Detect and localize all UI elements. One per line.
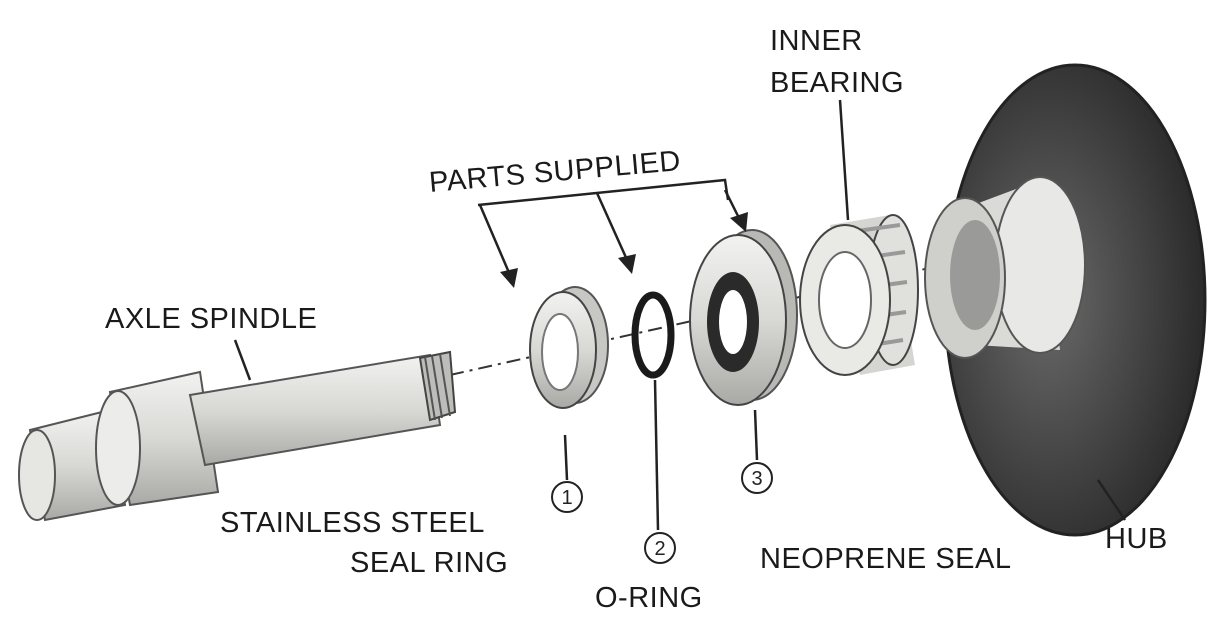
- label-seal-ring-2: SEAL RING: [350, 547, 508, 579]
- axle-spindle-part: [18, 350, 457, 522]
- callout-2: 2: [644, 532, 676, 564]
- label-inner-bearing-2: BEARING: [770, 67, 904, 99]
- label-parts-supplied: PARTS SUPPLIED: [428, 145, 682, 199]
- callout-3: 3: [741, 462, 773, 494]
- callout-1: 1: [551, 481, 583, 513]
- label-inner-bearing-1: INNER: [770, 25, 863, 57]
- label-o-ring: O-RING: [595, 582, 703, 614]
- svg-text:3: 3: [751, 468, 762, 490]
- seal-ring-part: [529, 286, 609, 409]
- label-axle-spindle: AXLE SPINDLE: [105, 303, 317, 335]
- hub-part: [924, 63, 1207, 537]
- inner-bearing-part: [799, 214, 919, 376]
- label-seal-ring-1: STAINLESS STEEL: [220, 507, 485, 539]
- label-hub: HUB: [1105, 523, 1168, 555]
- leader-lines: [233, 99, 1127, 531]
- arrowheads: [500, 212, 748, 288]
- o-ring-part: [631, 291, 675, 379]
- svg-text:2: 2: [654, 538, 665, 560]
- label-neoprene-seal: NEOPRENE SEAL: [760, 543, 1011, 575]
- svg-text:1: 1: [561, 487, 572, 509]
- neoprene-seal-part: [689, 229, 798, 406]
